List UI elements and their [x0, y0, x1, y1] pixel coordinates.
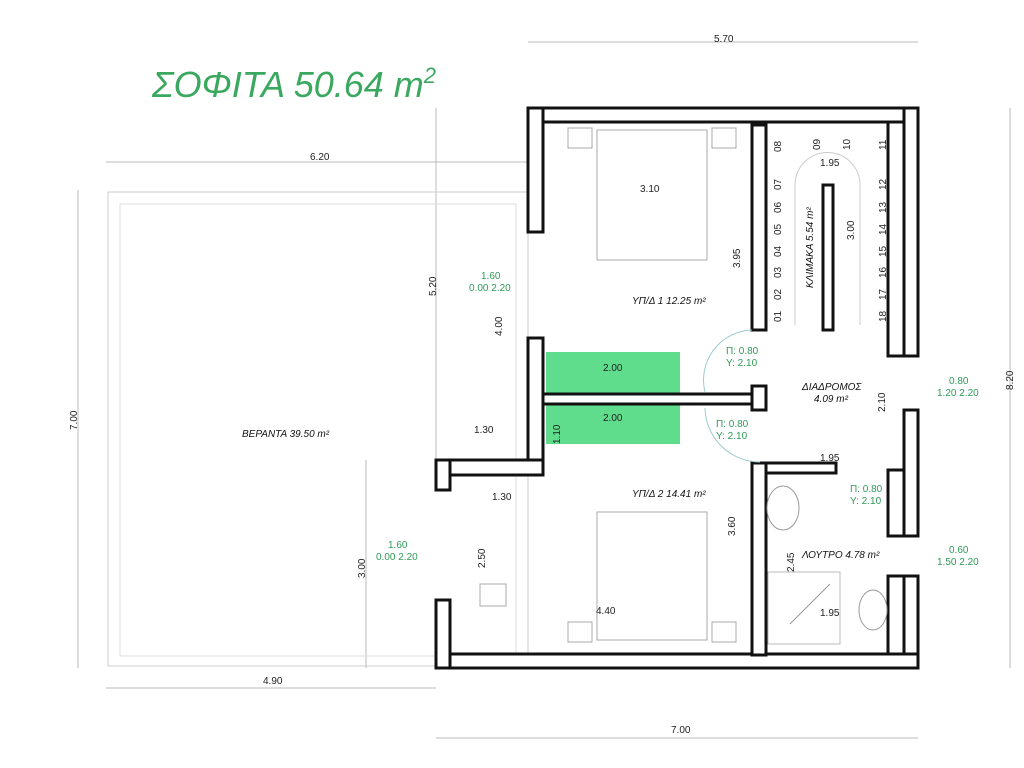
dim-310: 3.10 — [640, 184, 660, 195]
door-height: Υ: 2.10 — [850, 496, 882, 507]
room-label-bedroom-2: ΥΠ/Δ 2 14.41 m² — [632, 489, 706, 500]
stair-step-number: 16 — [878, 266, 889, 278]
dim-left: 7.00 — [69, 410, 80, 430]
shower-icon — [767, 571, 841, 645]
room-label-bedroom-1: ΥΠ/Δ 1 12.25 m² — [632, 296, 706, 307]
window-width: 0.80 — [949, 376, 969, 387]
dim-130b: 1.30 — [492, 492, 512, 503]
bed-2 — [567, 511, 737, 643]
stair-step-number: 01 — [773, 310, 784, 322]
dim-395: 3.95 — [732, 248, 743, 268]
dim-130a: 1.30 — [474, 425, 494, 436]
door-swing-1 — [703, 329, 753, 393]
dim-right: 8.20 — [1005, 370, 1016, 390]
door-height: Υ: 2.10 — [726, 358, 758, 369]
room-label-veranda: ΒΕΡΑΝΤΑ 39.50 m² — [242, 429, 330, 440]
stair-step-number: 14 — [878, 223, 889, 235]
dim-245: 2.45 — [786, 552, 797, 572]
stair-path — [794, 152, 861, 325]
stair-step-number: 10 — [842, 138, 853, 150]
stair-step-number: 12 — [878, 178, 889, 190]
closet-2 — [546, 404, 680, 444]
opening-width: 1.60 — [481, 271, 501, 282]
sink-icon — [766, 485, 800, 531]
room-area-corridor: 4.09 m² — [814, 394, 849, 405]
dim-520: 5.20 — [428, 276, 439, 296]
dim-360: 3.60 — [727, 516, 738, 536]
stair-step-number: 15 — [878, 245, 889, 257]
bed-1 — [567, 127, 737, 261]
stair-step-number: 05 — [773, 223, 784, 235]
walls — [434, 106, 920, 670]
window-width: 0.60 — [949, 545, 969, 556]
stair-step-number: 11 — [878, 139, 889, 150]
dim-195a: 1.95 — [820, 453, 840, 464]
dim-bottom: 7.00 — [671, 725, 691, 736]
dim-400: 4.00 — [494, 316, 505, 336]
toilet-icon — [858, 589, 888, 631]
stair-step-number: 08 — [773, 140, 784, 152]
plan-title: ΣΟΦΙΤΑ 50.64 m2 — [151, 63, 436, 105]
stair-step-numbers: 01 02 03 04 05 06 07 08 09 10 11 12 13 14 15 16 17 18 — [773, 138, 889, 322]
door-width: Π: 0.80 — [850, 484, 883, 495]
opening-sill-height: 0.00 2.20 — [376, 552, 418, 563]
stair-step-number: 04 — [773, 245, 784, 257]
dim-top: 5.70 — [714, 34, 734, 45]
room-label-stairs: ΚΛΙΜΑΚΑ 5.54 m² — [805, 207, 816, 288]
dim-110: 1.10 — [552, 424, 563, 444]
dim-stair-width: 1.95 — [820, 158, 840, 169]
room-label-corridor: ΔΙΑΔΡΟΜΟΣ — [801, 382, 862, 393]
room-label-bathroom: ΛΟΥΤΡΟ 4.78 m² — [801, 550, 880, 561]
dim-closet-2: 2.00 — [603, 413, 623, 424]
door-width: Π: 0.80 — [726, 346, 759, 357]
window-sill-height: 1.20 2.20 — [937, 388, 979, 399]
stair-step-number: 17 — [878, 288, 889, 300]
veranda-inner-outline — [119, 203, 517, 657]
dim-250: 2.50 — [477, 548, 488, 568]
closet-1 — [546, 352, 680, 394]
dim-veranda-bottom: 4.90 — [263, 676, 283, 687]
stair-step-number: 03 — [773, 266, 784, 278]
stair-step-number: 18 — [878, 310, 889, 322]
dim-veranda-top: 6.20 — [310, 152, 330, 163]
door-swing-2 — [704, 407, 761, 463]
stair-step-number: 06 — [773, 201, 784, 213]
dim-stair-length: 3.00 — [846, 220, 857, 240]
window-sill-height: 1.50 2.20 — [937, 557, 979, 568]
stair-step-number: 13 — [878, 201, 889, 213]
opening-width: 1.60 — [388, 540, 408, 551]
door-width: Π: 0.80 — [716, 419, 749, 430]
chair-icon — [479, 583, 507, 607]
dim-300: 3.00 — [357, 558, 368, 578]
opening-sill-height: 0.00 2.20 — [469, 283, 511, 294]
stair-step-number: 02 — [773, 288, 784, 300]
dim-210: 2.10 — [877, 392, 888, 412]
dim-closet-1: 2.00 — [603, 363, 623, 374]
stair-step-number: 07 — [773, 178, 784, 190]
dim-440: 4.40 — [596, 606, 616, 617]
door-height: Υ: 2.10 — [716, 431, 748, 442]
dimension-lines — [77, 41, 1011, 739]
stair-step-number: 09 — [812, 138, 823, 150]
dim-195b: 1.95 — [820, 608, 840, 619]
